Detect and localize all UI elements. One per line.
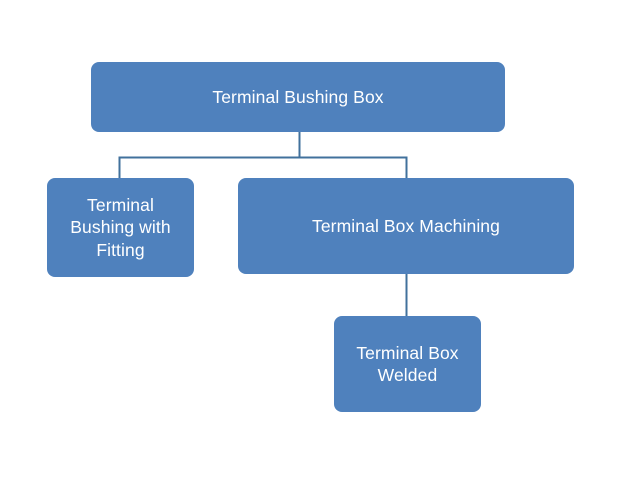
node-terminal-bushing-with-fitting[interactable]: Terminal Bushing with Fitting: [47, 178, 194, 277]
node-label: Terminal Box Machining: [312, 215, 500, 236]
node-label: Terminal Bushing Box: [212, 86, 384, 107]
node-label: Terminal Bushing with Fitting: [70, 195, 171, 260]
node-terminal-bushing-box[interactable]: Terminal Bushing Box: [91, 62, 505, 132]
node-terminal-box-machining[interactable]: Terminal Box Machining: [238, 178, 574, 274]
node-terminal-box-welded[interactable]: Terminal Box Welded: [334, 316, 481, 412]
node-label: Terminal Box Welded: [356, 342, 459, 385]
